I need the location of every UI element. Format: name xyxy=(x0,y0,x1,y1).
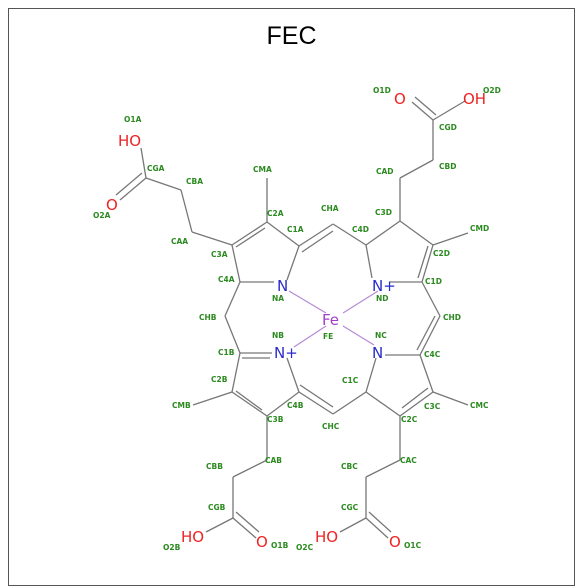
atom-label: FE xyxy=(323,332,333,341)
atom-label: O2B xyxy=(163,543,181,552)
atom-label: CBA xyxy=(186,177,203,186)
atom-label: C1C xyxy=(342,376,359,385)
atom-label: O1C xyxy=(404,541,422,550)
atom-label: CAB xyxy=(265,456,282,465)
atom-label: CGD xyxy=(439,123,457,132)
atom-label: CHD xyxy=(443,313,461,322)
atom-label: CAC xyxy=(400,456,417,465)
atom-label: C2D xyxy=(433,249,450,258)
atom-label: ND xyxy=(376,294,389,303)
atom-label: O1B xyxy=(271,541,289,550)
diagram-frame xyxy=(8,8,575,586)
bonds-layer xyxy=(115,96,469,539)
atom-label: CBB xyxy=(206,462,223,471)
atom-label: C4A xyxy=(218,275,235,284)
atom-label: C3C xyxy=(424,402,441,411)
oxygen-o1a: HO xyxy=(118,132,141,150)
molecule-title: FEC xyxy=(266,22,317,50)
atom-label: C1D xyxy=(425,277,442,286)
atom-label: C2A xyxy=(267,209,284,218)
oxygen-o2a: O xyxy=(106,196,118,214)
atom-labels: O1A CGA O2A CBA CAA CMA C2A C3A C4A C1A … xyxy=(93,86,501,552)
atom-label: CBD xyxy=(439,162,456,171)
atom-label: CHC xyxy=(322,422,340,431)
atom-label: CMC xyxy=(470,401,489,410)
iron-atom: Fe xyxy=(322,311,339,329)
atom-label: CGB xyxy=(208,503,226,512)
oxygen-o1c: O xyxy=(389,533,401,551)
atom-label: C2B xyxy=(211,375,228,384)
atom-label: NB xyxy=(272,331,284,340)
atom-label: O1D xyxy=(373,86,391,95)
atom-label: CAA xyxy=(171,237,188,246)
nitrogen-b: N+ xyxy=(274,344,298,362)
nitrogen-a: N xyxy=(277,277,288,295)
atom-label: C4C xyxy=(424,350,441,359)
atom-label: O2C xyxy=(296,543,314,552)
atom-label: C3A xyxy=(211,250,228,259)
atom-label: CMA xyxy=(253,165,272,174)
atom-label: C4B xyxy=(287,401,304,410)
oxygen-o1d: O xyxy=(394,90,406,108)
atom-label: CMB xyxy=(172,401,191,410)
atom-label: CHA xyxy=(321,204,339,213)
atom-label: C3D xyxy=(375,208,392,217)
oxygen-o2c: HO xyxy=(315,528,338,546)
oxygen-o1b: O xyxy=(256,533,268,551)
oxygen-o2b: HO xyxy=(181,528,204,546)
atom-label: O2D xyxy=(483,86,501,95)
oxygen-o2d: OH xyxy=(463,90,486,108)
atom-label: CBC xyxy=(341,462,358,471)
element-symbols: Fe N N+ N+ N HO O O OH HO O HO O xyxy=(106,90,486,551)
atom-label: CGA xyxy=(147,164,165,173)
atom-label: CMD xyxy=(470,224,489,233)
atom-label: C3B xyxy=(267,415,284,424)
atom-label: CAD xyxy=(376,167,394,176)
atom-label: O1A xyxy=(124,115,142,124)
nitrogen-d: N+ xyxy=(372,277,396,295)
atom-label: CHB xyxy=(199,313,217,322)
atom-label: C1B xyxy=(218,348,235,357)
atom-label: NC xyxy=(375,331,387,340)
atom-label: C4D xyxy=(352,225,369,234)
atom-label: O2A xyxy=(93,211,111,220)
atom-label: C2C xyxy=(401,415,418,424)
atom-label: NA xyxy=(272,294,284,303)
atom-label: CGC xyxy=(341,503,359,512)
nitrogen-c: N xyxy=(372,344,383,362)
atom-label: C1A xyxy=(287,225,304,234)
